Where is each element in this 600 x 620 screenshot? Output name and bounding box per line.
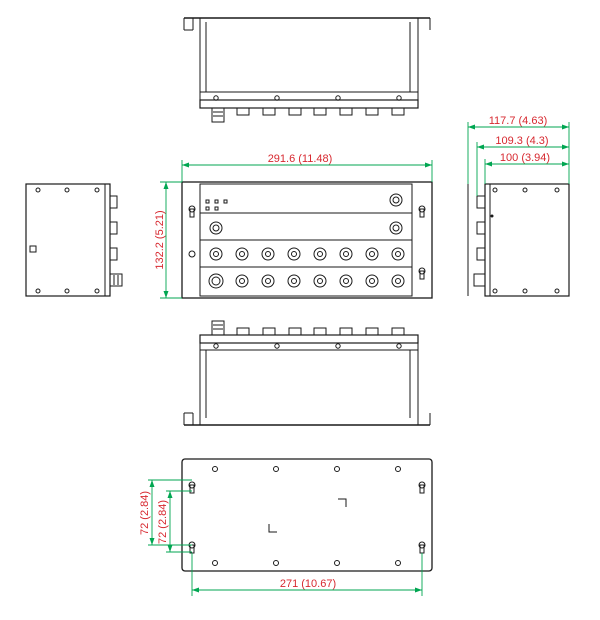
top-view (183, 17, 431, 123)
front-width-label: 291.6 (11.48) (268, 153, 333, 165)
rear-view-keyholes (188, 481, 426, 554)
right-side-view (467, 183, 570, 297)
rear-hole-spacing-inner-label: 72 (2.84) (157, 500, 169, 544)
rear-hole-dimensions (148, 479, 192, 553)
rear-width-label: 271 (10.67) (280, 578, 336, 590)
top-view-screws (213, 95, 402, 101)
front-view-keyhole-right (418, 205, 426, 280)
front-view-leds (205, 199, 228, 211)
bottom-view-screws (213, 343, 402, 349)
front-view (181, 181, 433, 299)
rear-width-dimension (191, 553, 423, 596)
rear-view (181, 458, 433, 572)
right-side-connectors (473, 195, 486, 287)
top-view-connectors (211, 107, 405, 123)
left-side-view (25, 183, 123, 297)
front-view-m12-ports (208, 193, 405, 289)
rear-hole-spacing-outer-label: 72 (2.84) (139, 491, 151, 535)
side-depth-label-3: 100 (3.94) (500, 152, 550, 164)
side-depth-label-2: 109.3 (4.3) (495, 135, 548, 147)
front-width-dimension (181, 160, 433, 182)
side-depth-label-1: 117.7 (4.63) (489, 115, 548, 127)
bottom-view (183, 320, 431, 426)
front-height-label: 132.2 (5.21) (154, 210, 166, 269)
front-view-ground-screw (188, 250, 196, 258)
front-height-dimension (160, 181, 182, 299)
bottom-view-connectors (211, 320, 405, 336)
front-view-keyhole-left (188, 205, 196, 218)
left-side-connectors (109, 195, 123, 287)
side-depth-dimensions (467, 122, 570, 196)
rear-view-screws (212, 466, 401, 566)
